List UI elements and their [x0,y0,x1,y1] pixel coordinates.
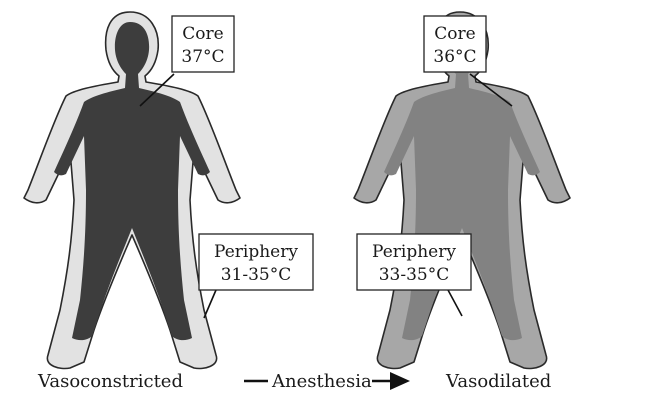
left-periphery-label: Periphery [214,242,298,262]
right-periphery-label: Periphery [372,242,456,262]
right-periphery-leader-line [448,290,462,316]
right-core-temp: 36°C [433,47,476,67]
right-core-label-box: Core 36°C [424,16,486,72]
left-core-label-box: Core 37°C [172,16,234,72]
left-periphery-leader-line [204,290,216,318]
transition-arrow-icon [372,372,410,390]
right-core-label: Core [434,24,475,44]
right-periphery-label-box: Periphery 33-35°C [357,234,471,290]
left-core-label: Core [182,24,223,44]
left-periphery-temp: 31-35°C [221,265,292,285]
right-periphery-temp: 33-35°C [379,265,450,285]
transition-label: Anesthesia [271,371,372,392]
left-state-label: Vasoconstricted [37,371,183,392]
left-periphery-label-box: Periphery 31-35°C [199,234,313,290]
right-state-label: Vasodilated [445,371,551,392]
left-core-temp: 37°C [181,47,224,67]
